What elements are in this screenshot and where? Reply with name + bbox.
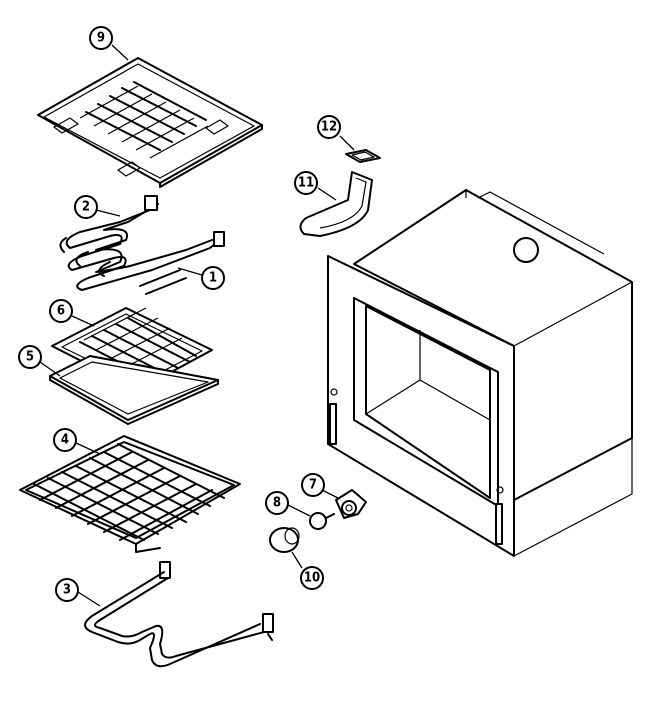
vent-hole bbox=[513, 237, 539, 263]
callout-10: 10 bbox=[300, 566, 324, 590]
vent-duct-part bbox=[299, 171, 373, 237]
leader-2 bbox=[95, 209, 121, 217]
svg-text:1: 1 bbox=[209, 271, 217, 286]
vent-gasket-part bbox=[345, 149, 381, 163]
leader-11 bbox=[317, 187, 337, 201]
svg-text:9: 9 bbox=[97, 31, 105, 46]
lamp-receptacle-part bbox=[335, 489, 367, 519]
svg-text:12: 12 bbox=[321, 120, 337, 135]
callout-11: 11 bbox=[294, 171, 318, 195]
callout-2: 2 bbox=[74, 195, 98, 219]
callout-7: 7 bbox=[301, 473, 325, 497]
callout-6: 6 bbox=[49, 299, 73, 323]
callout-8: 8 bbox=[265, 491, 289, 515]
svg-text:4: 4 bbox=[61, 433, 69, 448]
callout-5: 5 bbox=[18, 345, 42, 369]
heat-shield-ribs bbox=[79, 81, 209, 159]
bake-element-part bbox=[84, 561, 274, 668]
leader-8 bbox=[285, 503, 311, 517]
leader-9 bbox=[111, 44, 129, 61]
callout-4: 4 bbox=[53, 428, 77, 452]
leader-4 bbox=[75, 442, 101, 455]
light-bulb-part bbox=[309, 512, 335, 530]
callout-9: 9 bbox=[89, 26, 113, 50]
svg-text:11: 11 bbox=[298, 176, 314, 191]
svg-text:10: 10 bbox=[304, 571, 320, 586]
oven-rack-part bbox=[19, 435, 241, 553]
svg-text:7: 7 bbox=[309, 478, 317, 493]
svg-text:3: 3 bbox=[63, 583, 71, 598]
heat-shield-part bbox=[37, 57, 263, 188]
leader-10 bbox=[291, 551, 303, 569]
svg-text:8: 8 bbox=[273, 496, 281, 511]
svg-text:6: 6 bbox=[57, 304, 65, 319]
callout-3: 3 bbox=[55, 578, 79, 602]
broil-element-part bbox=[59, 195, 225, 295]
leader-7 bbox=[321, 489, 339, 499]
leader-12 bbox=[339, 135, 355, 151]
broiler-pan-part bbox=[49, 355, 219, 425]
leader-5 bbox=[39, 361, 61, 377]
lamp-cover-part bbox=[269, 527, 300, 553]
leader-1 bbox=[177, 267, 203, 276]
callout-12: 12 bbox=[317, 115, 341, 139]
svg-text:2: 2 bbox=[82, 200, 90, 215]
callout-1: 1 bbox=[201, 266, 225, 290]
svg-text:5: 5 bbox=[26, 350, 34, 365]
leader-3 bbox=[77, 591, 101, 607]
oven-cavity bbox=[327, 189, 633, 557]
leader-6 bbox=[71, 315, 95, 327]
